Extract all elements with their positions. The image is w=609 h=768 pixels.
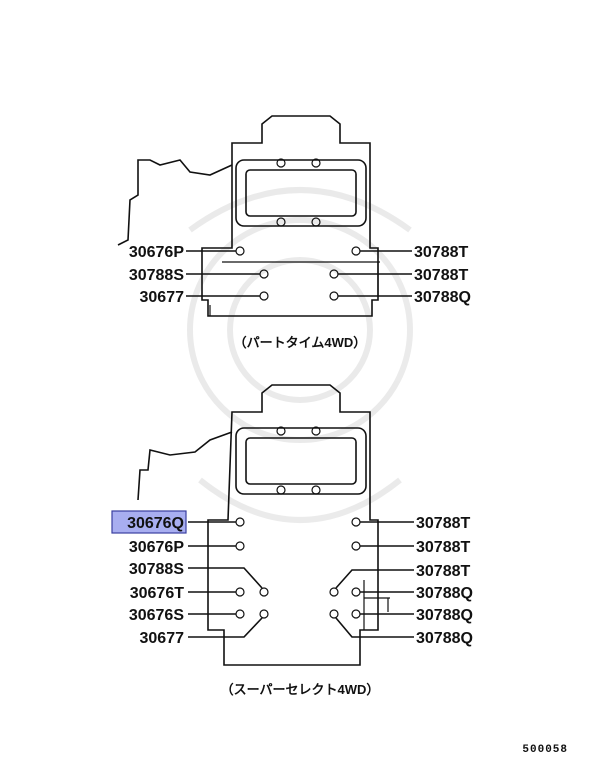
part-label[interactable]: 30788T: [414, 267, 468, 284]
top-transfer-case-outline: [117, 115, 380, 317]
bottom-right-labels: 30788T 30788T 30788T 30788Q 30788Q 30788…: [416, 515, 473, 647]
top-right-labels: 30788T 30788T 30788Q: [414, 244, 471, 306]
top-left-labels: 30676P 30788S 30677: [129, 244, 184, 306]
part-label[interactable]: 30676P: [129, 539, 184, 556]
bottom-left-labels: 30676Q 30676P 30788S 30676T 30676S 30677: [127, 515, 184, 647]
part-label-highlighted[interactable]: 30676Q: [127, 515, 184, 532]
part-label[interactable]: 30788T: [416, 563, 470, 580]
part-label[interactable]: 30788T: [414, 244, 468, 261]
part-label[interactable]: 30788S: [129, 561, 184, 578]
bottom-diagram-caption: （スーパーセレクト4WD）: [221, 682, 380, 697]
part-label[interactable]: 30788Q: [416, 585, 473, 602]
bottom-bolt-markers: [235, 517, 361, 619]
part-label[interactable]: 30788Q: [416, 630, 473, 647]
diagram-reference-number: 500058: [522, 744, 568, 756]
part-label[interactable]: 30788S: [129, 267, 184, 284]
part-label[interactable]: 30788T: [416, 515, 470, 532]
top-leader-lines: [186, 250, 412, 297]
highlighted-part-box[interactable]: [111, 510, 187, 534]
part-label[interactable]: 30677: [140, 630, 185, 647]
bottom-leader-lines: [188, 521, 414, 638]
top-diagram-caption: （パートタイム4WD）: [234, 335, 367, 350]
part-label[interactable]: 30788T: [416, 539, 470, 556]
part-label[interactable]: 30677: [140, 289, 185, 306]
part-label[interactable]: 30676S: [129, 607, 184, 624]
bottom-transfer-case-outline: [137, 384, 390, 666]
part-label[interactable]: 30788Q: [414, 289, 471, 306]
part-label[interactable]: 30676T: [130, 585, 184, 602]
part-label[interactable]: 30788Q: [416, 607, 473, 624]
part-label[interactable]: 30676P: [129, 244, 184, 261]
watermark-emblem: [187, 187, 413, 523]
